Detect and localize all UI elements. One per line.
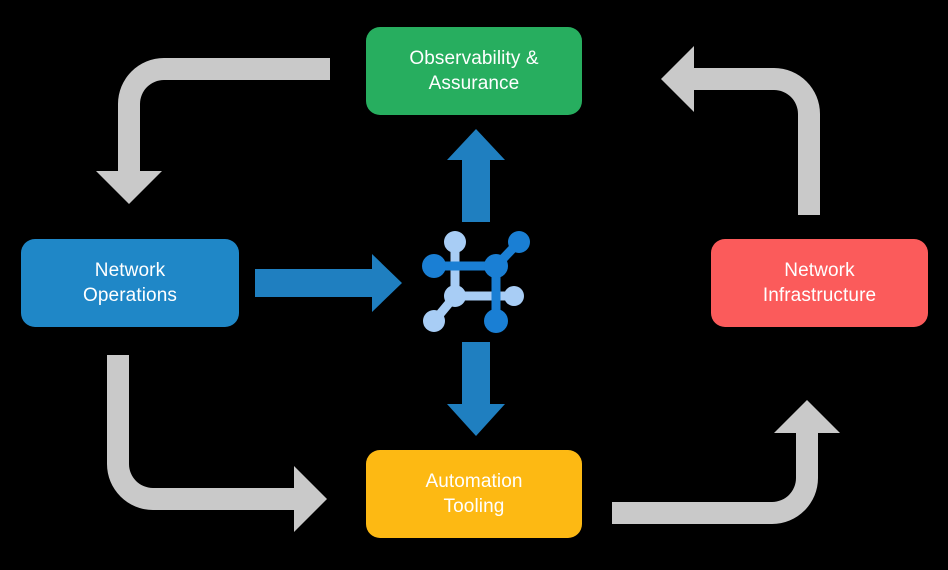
blue-arrow-center-to-automation bbox=[447, 342, 505, 436]
node-observability-assurance[interactable]: Observability & Assurance bbox=[366, 27, 582, 115]
gray-arrow-operations-to-automation bbox=[107, 355, 327, 532]
node-network-operations[interactable]: Network Operations bbox=[21, 239, 239, 327]
blue-arrow-center-to-observability bbox=[447, 129, 505, 222]
gray-arrow-infrastructure-to-observability bbox=[661, 46, 820, 215]
icon-dark-nodes bbox=[422, 231, 530, 333]
gray-arrow-automation-to-infrastructure bbox=[612, 400, 840, 524]
node-label-operations: Network Operations bbox=[83, 259, 177, 306]
network-topology-icon bbox=[422, 231, 530, 333]
icon-light-nodes bbox=[423, 231, 524, 332]
blue-arrow-operations-to-center bbox=[255, 254, 402, 312]
node-network-infrastructure[interactable]: Network Infrastructure bbox=[711, 239, 928, 327]
node-label-automation: Automation Tooling bbox=[425, 470, 523, 517]
node-label-observability: Observability & Assurance bbox=[409, 47, 539, 94]
gray-arrow-observability-to-operations bbox=[96, 58, 330, 204]
node-automation-tooling[interactable]: Automation Tooling bbox=[366, 450, 582, 538]
node-label-infrastructure: Network Infrastructure bbox=[762, 259, 877, 306]
